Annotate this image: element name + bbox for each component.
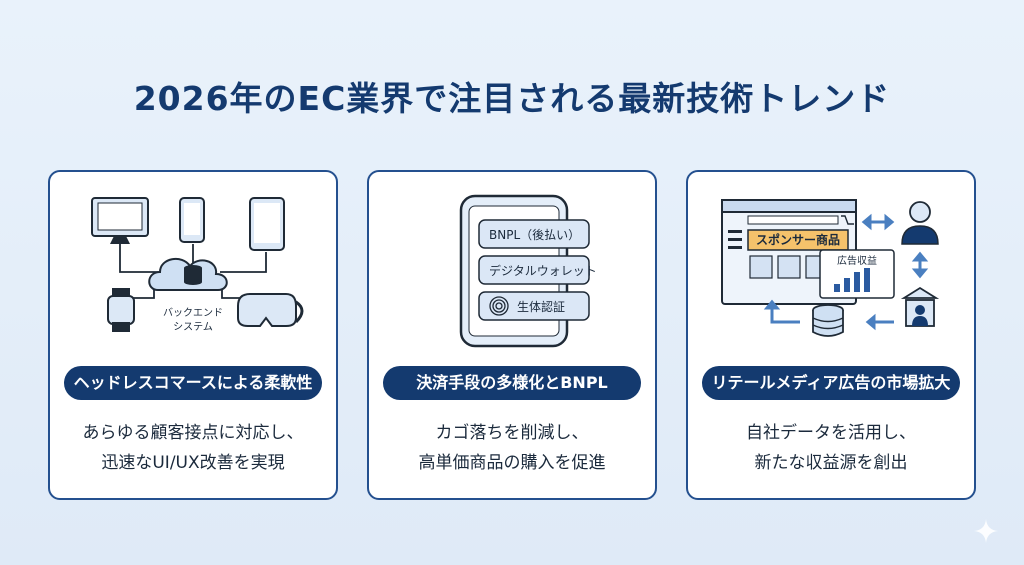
smartwatch-icon xyxy=(107,288,135,332)
sponsored-label: スポンサー商品 xyxy=(756,232,840,247)
description-line: 高単価商品の購入を促進 xyxy=(418,453,606,473)
sparkle-icon xyxy=(974,519,998,543)
fingerprint-icon xyxy=(489,296,509,316)
person-icon xyxy=(901,201,939,245)
trend-card-headless: バックエンド システム ヘッドレスコマースによる柔軟性 あらゆる顧客接点に対応し… xyxy=(48,170,338,500)
headless-diagram: バックエンド システム xyxy=(91,197,304,333)
card-description: カゴ落ちを削減し、 高単価商品の購入を促進 xyxy=(369,418,655,478)
payment-option-label: 生体認証 xyxy=(517,299,565,314)
monitor-icon xyxy=(91,197,149,244)
payment-option-label: デジタルウォレット xyxy=(489,263,597,278)
vr-headset-icon xyxy=(237,293,304,327)
backend-label-2: システム xyxy=(173,321,213,333)
page-title: 2026年のEC業界で注目される最新技術トレンド xyxy=(133,79,891,118)
description-line: 自社データを活用し、 xyxy=(746,423,916,443)
trend-card-payments: BNPL（後払い） デジタルウォレット 生体認証 決済手段の多様化とBNPL カ… xyxy=(367,170,657,500)
card-heading: 決済手段の多様化とBNPL xyxy=(383,366,641,400)
description-line: 新たな収益源を創出 xyxy=(754,453,908,473)
payment-option-bnpl: BNPL（後払い） xyxy=(478,219,590,249)
payment-phone-diagram: BNPL（後払い） デジタルウォレット 生体認証 xyxy=(459,194,597,348)
backend-label-1: バックエンド xyxy=(163,307,223,319)
description-line: カゴ落ちを削減し、 xyxy=(435,423,589,443)
card-heading: リテールメディア広告の市場拡大 xyxy=(702,366,960,400)
card-description: 自社データを活用し、 新たな収益源を創出 xyxy=(688,418,974,478)
card-heading: ヘッドレスコマースによる柔軟性 xyxy=(64,366,322,400)
cart-icon xyxy=(841,215,854,225)
store-icon xyxy=(900,286,940,327)
description-line: あらゆる顧客接点に対応し、 xyxy=(82,423,304,443)
payment-option-wallet: デジタルウォレット xyxy=(478,255,597,285)
payment-option-label: BNPL（後払い） xyxy=(489,228,580,242)
cloud-database-icon xyxy=(148,257,228,291)
trend-card-retail-media: スポンサー商品 広告収益 xyxy=(686,170,976,500)
description-line: 迅速なUI/UX改善を実現 xyxy=(101,453,285,473)
ad-revenue-chart: 広告収益 xyxy=(819,249,895,299)
payment-option-biometric: 生体認証 xyxy=(478,291,590,321)
card-description: あらゆる顧客接点に対応し、 迅速なUI/UX改善を実現 xyxy=(50,418,336,478)
smartphone-icon xyxy=(179,197,205,243)
tablet-icon xyxy=(249,197,285,251)
retail-media-diagram: スポンサー商品 広告収益 xyxy=(721,199,940,337)
revenue-label: 広告収益 xyxy=(837,254,877,267)
database-icon xyxy=(812,304,844,337)
